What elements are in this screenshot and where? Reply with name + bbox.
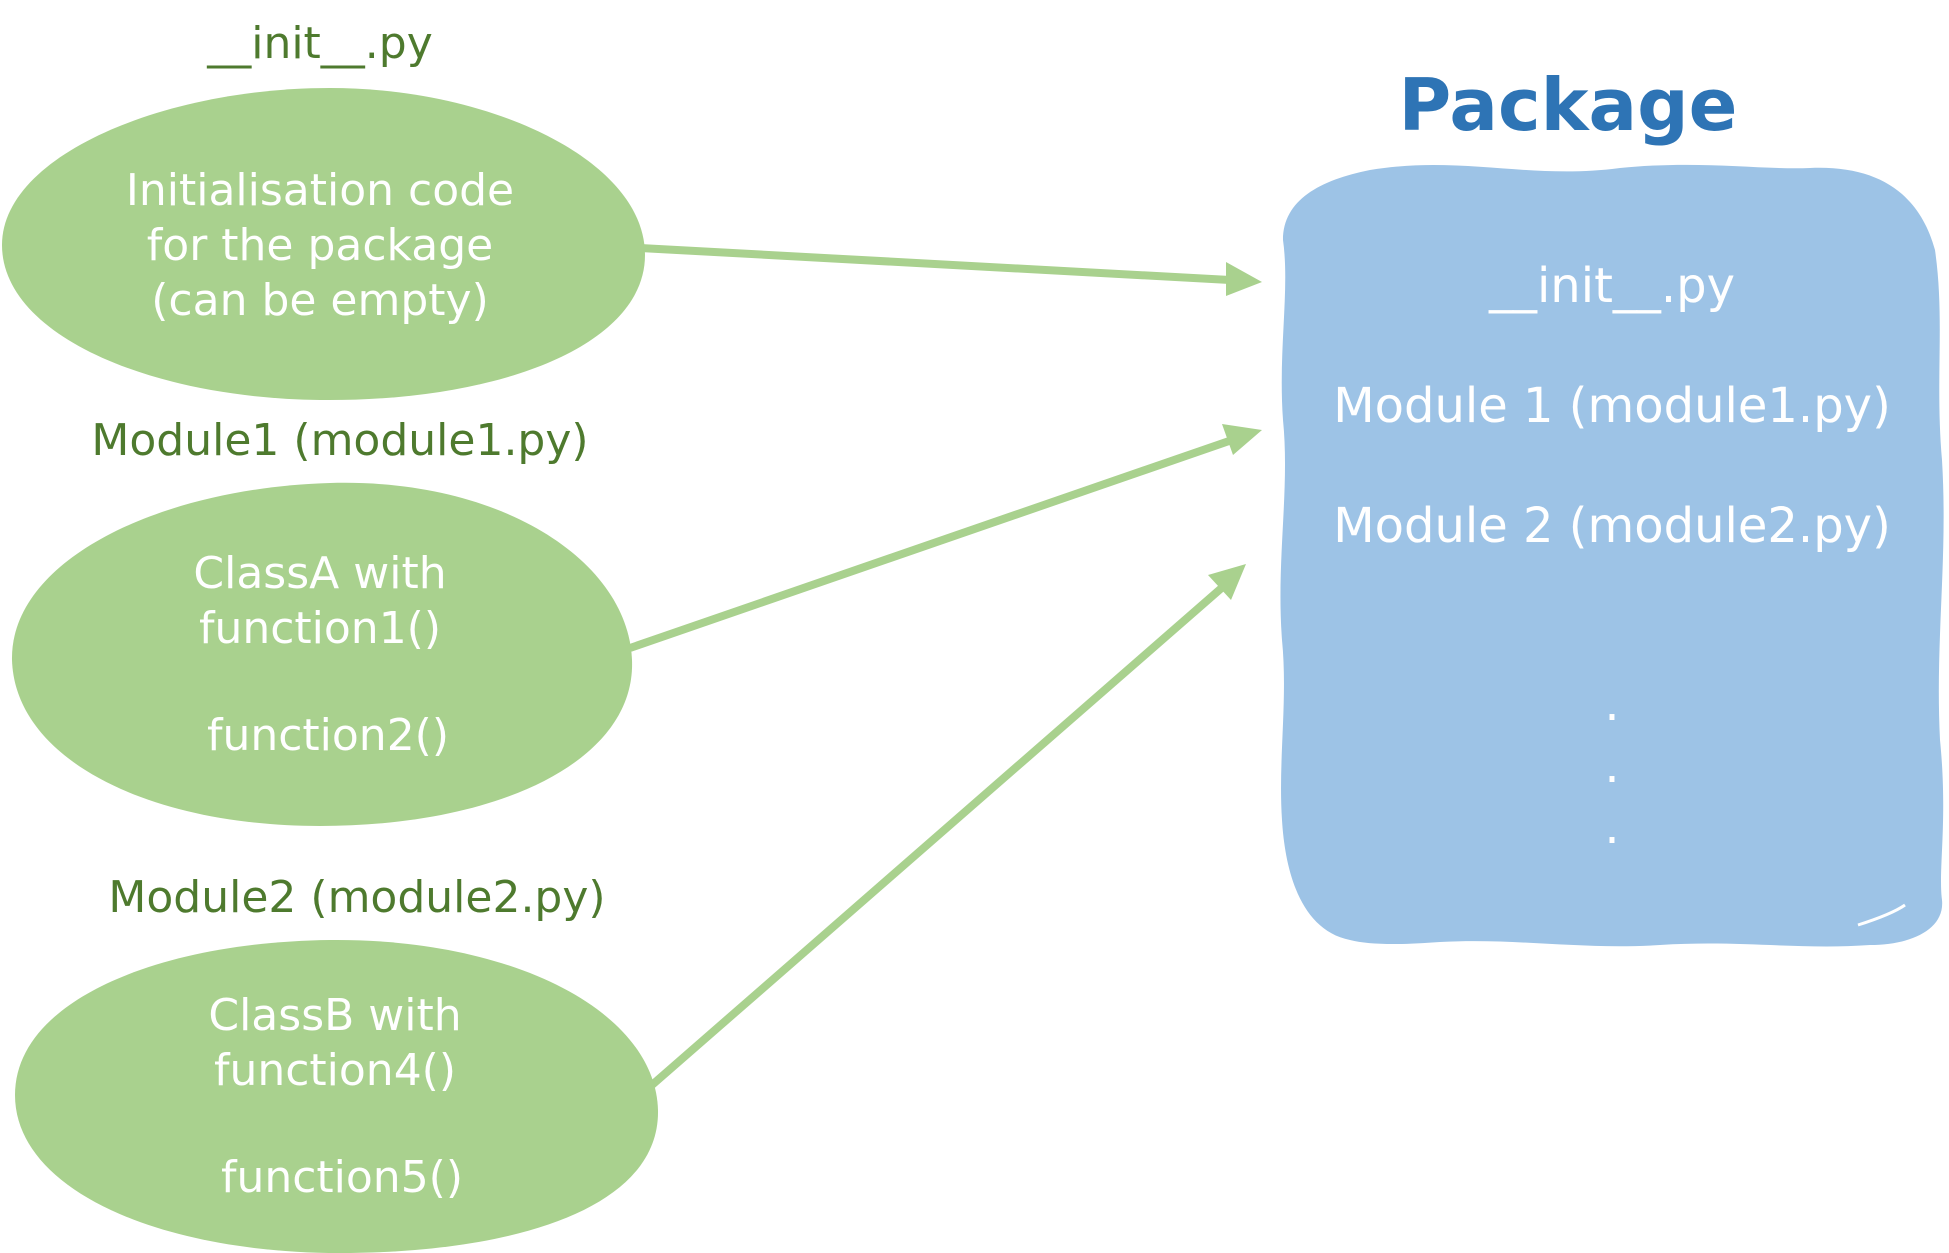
module1-line: ClassA with (193, 548, 446, 599)
module2-line: ClassB with (208, 990, 461, 1041)
package-item-module2: Module 2 (module2.py) (1333, 498, 1891, 554)
module2-line: function4() (214, 1045, 456, 1096)
package-title: Package (1399, 63, 1738, 147)
init-module-title: __init__.py (206, 18, 433, 69)
arrow-head (1222, 424, 1262, 455)
arrow-module1-to-package (628, 436, 1234, 652)
package-ellipsis-dot: . (1604, 676, 1619, 732)
init-module-line: Initialisation code (126, 165, 514, 216)
arrow-head (1208, 564, 1246, 600)
module1-line: function1() (199, 603, 441, 654)
arrow-module2-to-package (649, 581, 1228, 1089)
arrow-head (1226, 262, 1262, 296)
module1-line: function2() (207, 710, 449, 761)
module2-line: function5() (221, 1152, 463, 1203)
module2-title: Module2 (module2.py) (108, 872, 605, 923)
module1-title: Module1 (module1.py) (91, 415, 588, 466)
init-module-line: (can be empty) (151, 275, 489, 326)
package-item-init: __init__.py (1488, 258, 1735, 314)
package-item-module1: Module 1 (module1.py) (1333, 378, 1891, 434)
package-box-highlight (1857, 903, 1906, 927)
arrow-init-to-package (639, 244, 1231, 284)
module1-blob (11, 482, 633, 826)
package-ellipsis-dot: . (1604, 799, 1619, 855)
package-box (1280, 164, 1944, 947)
package-ellipsis-dot: . (1604, 738, 1619, 794)
module2-blob (15, 939, 659, 1253)
init-module-line: for the package (147, 220, 493, 271)
init-module-blob (2, 88, 645, 401)
